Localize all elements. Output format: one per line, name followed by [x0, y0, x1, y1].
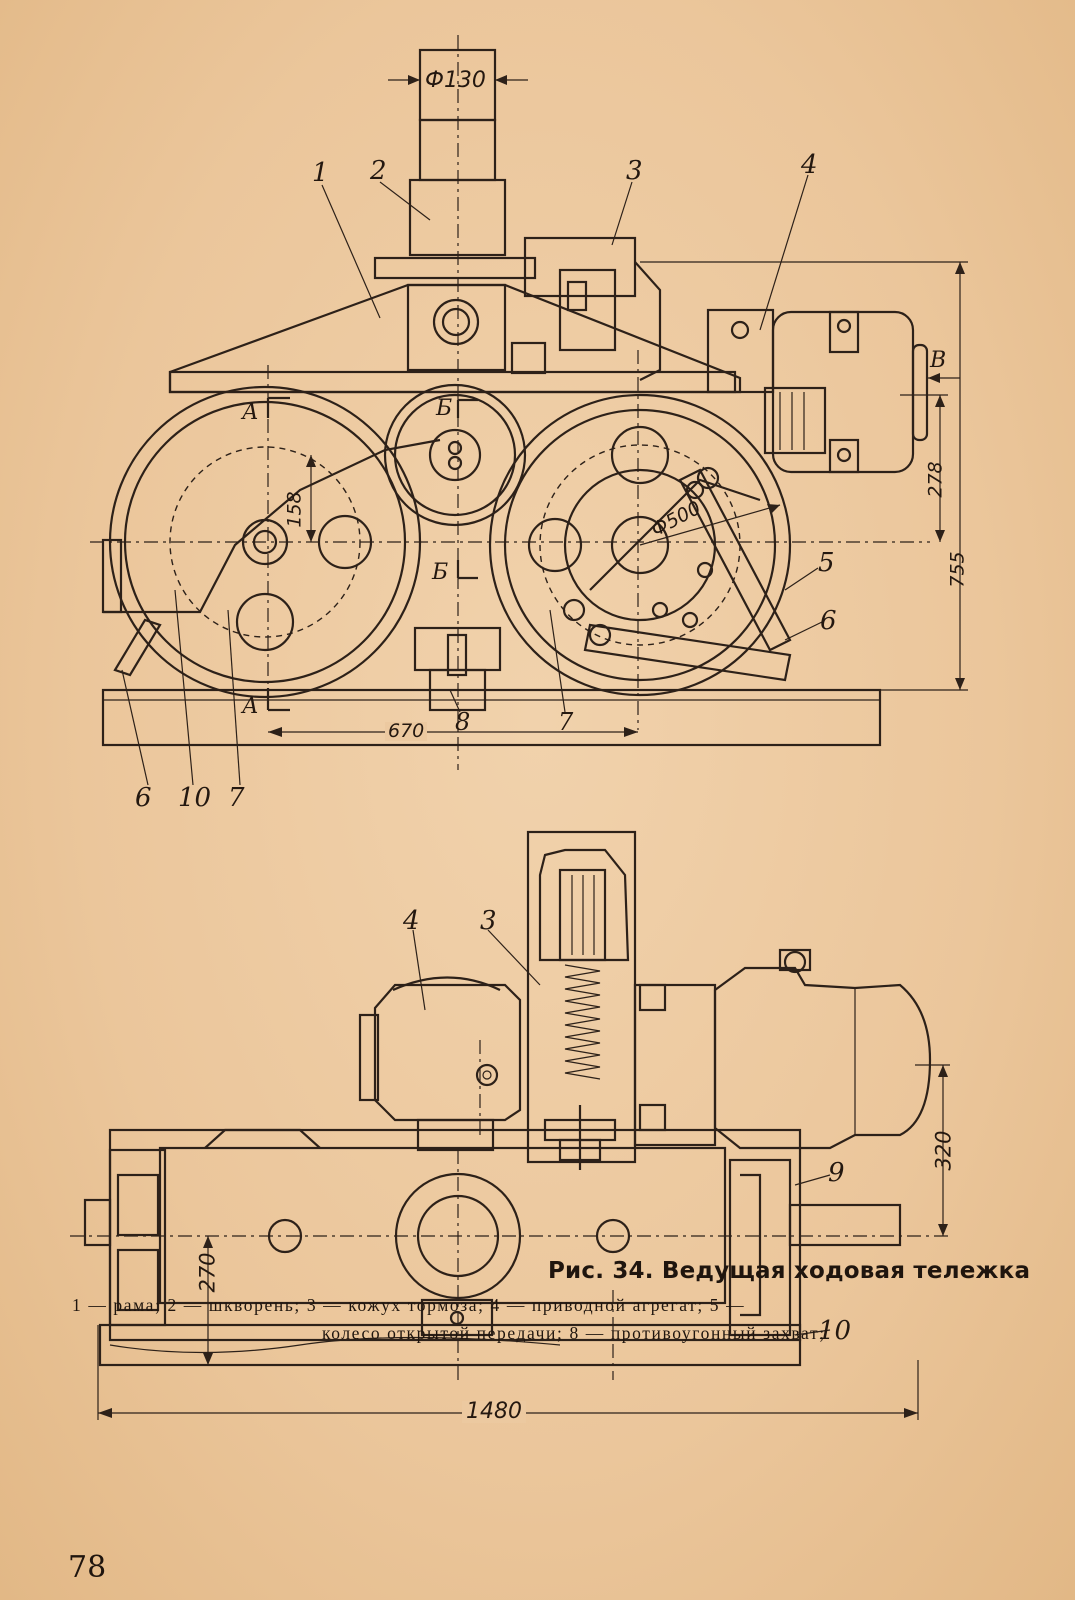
pinion-gear — [383, 383, 527, 527]
dim-height-320: 320 — [931, 1130, 956, 1171]
dim-height-278: 278 — [924, 461, 947, 498]
page-number: 78 — [68, 1550, 107, 1585]
dim-length-1480: 1480 — [462, 1401, 526, 1423]
brake-spring — [564, 964, 601, 1080]
pin-bore — [432, 298, 480, 346]
callout-5: 5 — [818, 548, 835, 578]
brake-cover — [523, 236, 637, 298]
right-wheel — [488, 393, 792, 697]
callout-1: 1 — [312, 158, 329, 188]
callout-10-plan: 10 — [818, 1316, 852, 1346]
view-mark-v: В — [930, 348, 947, 373]
brake-housing — [526, 830, 637, 1164]
rail — [101, 688, 882, 747]
pin-flange — [373, 256, 537, 280]
section-b-top: Б — [436, 396, 453, 421]
terminal-box — [510, 341, 547, 375]
dim-base-670: 670 — [385, 722, 428, 741]
callout-6-right: 6 — [820, 606, 837, 636]
plan-cover — [204, 1128, 321, 1149]
callout-7-center: 7 — [558, 708, 574, 736]
section-b-bottom: Б — [432, 560, 449, 585]
callout-6-left: 6 — [135, 783, 152, 813]
plan-view — [70, 830, 950, 1420]
dim-height-755: 755 — [946, 551, 969, 588]
callout-9: 9 — [828, 1158, 845, 1188]
callout-3: 3 — [626, 156, 643, 186]
drive-gearbox — [373, 983, 522, 1122]
axle-stub — [788, 1203, 902, 1247]
callout-10-upper: 10 — [178, 783, 212, 813]
drive-motor — [713, 966, 932, 1150]
callout-3-plan: 3 — [480, 906, 497, 936]
section-a-top: А — [242, 400, 259, 425]
callout-4: 4 — [801, 150, 818, 180]
figure-legend-line-1: 1 — рама; 2 — шкворень; 3 — кожух тормоз… — [72, 1295, 746, 1315]
callout-2: 2 — [370, 156, 387, 186]
dim-offset-158: 158 — [283, 491, 306, 528]
callout-4-plan: 4 — [403, 906, 420, 936]
side-elevation-view — [90, 35, 968, 786]
figure-caption: Рис. 34. Ведущая ходовая тележка — [548, 1258, 1031, 1284]
figure-legend-line-2: колесо открытой передачи; 8 — противоуго… — [322, 1323, 826, 1343]
section-a-bottom: А — [242, 694, 259, 719]
dim-pin-diameter: Ф130 — [425, 68, 486, 93]
callout-8: 8 — [455, 708, 471, 736]
dim-width-270: 270 — [195, 1252, 220, 1293]
callout-7-left: 7 — [228, 783, 245, 813]
